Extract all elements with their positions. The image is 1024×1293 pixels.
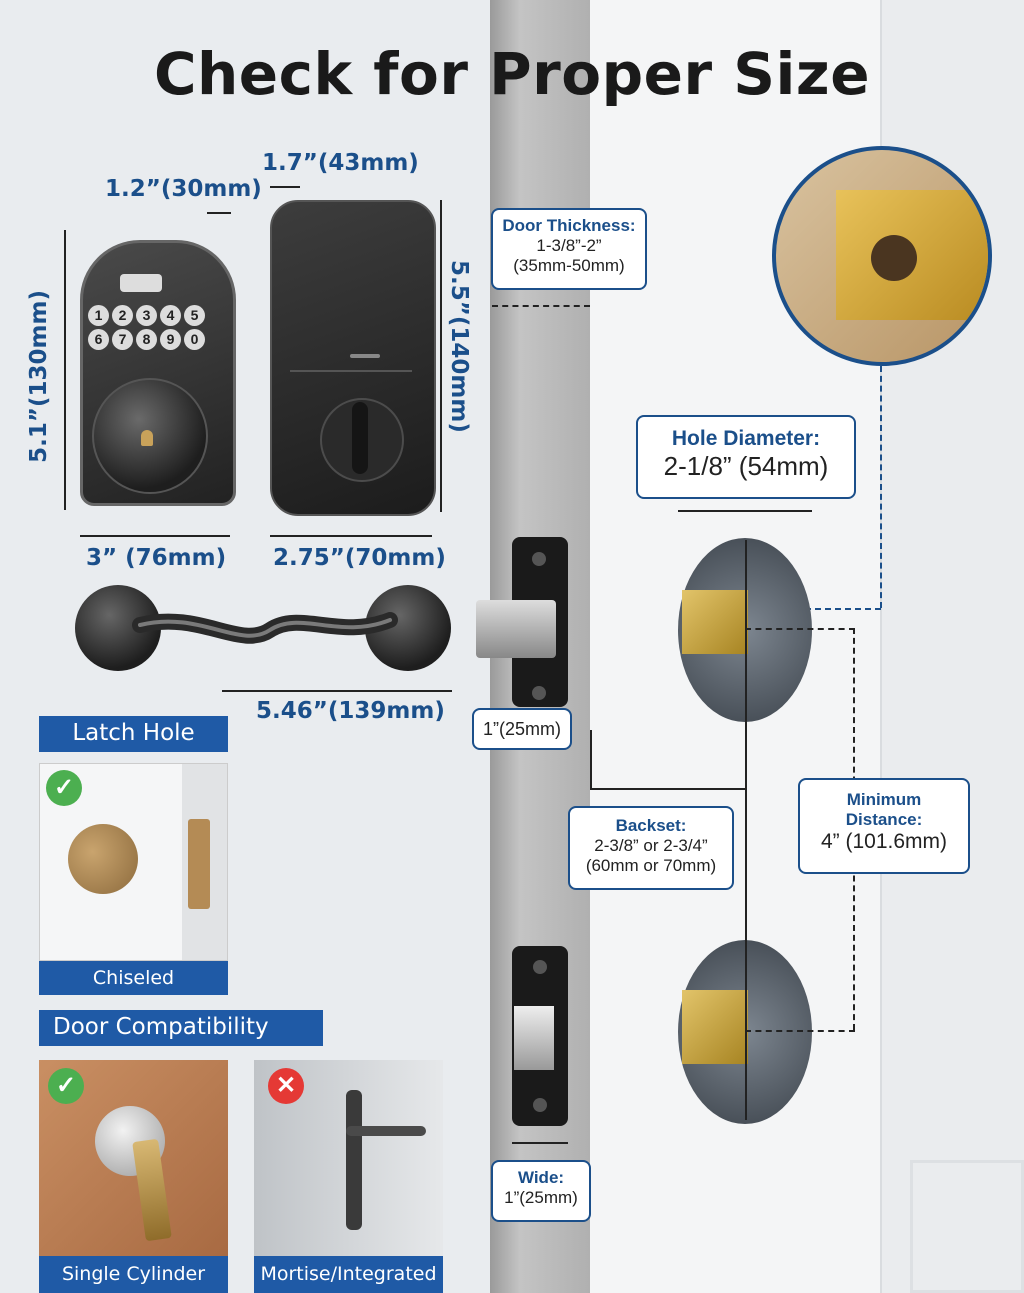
latch-bolt [476,600,556,658]
keypad-key: 6 [88,329,109,350]
keypad-width-label: 3” (76mm) [86,545,227,571]
keypad-key: 4 [160,305,181,326]
hole-diameter-guide [678,510,812,512]
backset-line1: 2-3/8” or 2-3/4” [594,836,708,855]
door-thickness-line2: (35mm-50mm) [513,256,625,275]
keypad-thickness-label: 1.2”(30mm) [105,176,262,202]
strike-wide-box: Wide: 1”(25mm) [491,1160,591,1222]
door-compatibility-banner: Door Compatibility [39,1010,323,1046]
hole-diameter-value: 2-1/8” (54mm) [663,451,829,481]
keypad-key: 3 [136,305,157,326]
minimum-distance-value: 4” (101.6mm) [820,830,948,853]
keypad-key: 0 [184,329,205,350]
interior-width-line [270,535,432,537]
keypad-key: 2 [112,305,133,326]
hole-center-line [745,540,747,1120]
backset-box: Backset: 2-3/8” or 2-3/4” (60mm or 70mm) [568,806,734,890]
keypad-height-label: 5.1”(130mm) [26,290,52,463]
keypad-key: 5 [184,305,205,326]
keypad-key: 1 [88,305,109,326]
backset-guide-v [590,730,592,790]
thumbturn-bar [352,402,368,474]
door-thickness-heading: Door Thickness: [502,216,636,235]
interior-width-label: 2.75”(70mm) [273,545,446,571]
latch-in-hole-bottom [682,990,748,1064]
zoom-guide-line [880,366,882,608]
single-cylinder-caption: Single Cylinder [39,1256,228,1293]
minimum-distance-heading1: Minimum [846,790,922,809]
keypad-key: 7 [112,329,133,350]
door-thickness-line1: 1-3/8”-2” [536,236,602,255]
mortise-caption: Mortise/Integrated [254,1256,443,1293]
latch-plate-label: 1”(25mm) [482,719,561,739]
strike-plate-opening [514,1006,554,1070]
door-thickness-box: Door Thickness: 1-3/8”-2” (35mm-50mm) [491,208,647,290]
latch-hole-caption: Chiseled [39,961,228,995]
keyhole-icon [141,430,153,446]
check-icon: ✓ [46,770,82,806]
handle-length-label: 5.46”(139mm) [256,698,445,724]
latch-hole-banner: Latch Hole [39,716,228,752]
latch-zoom-inset [772,146,992,366]
interior-thickness-line [270,186,300,188]
minimum-distance-box: Minimum Distance: 4” (101.6mm) [798,778,970,874]
check-icon: ✓ [48,1068,84,1104]
keypad-key: 9 [160,329,181,350]
distance-guide-top [745,628,855,630]
interior-height-line [440,200,442,512]
strike-wide-heading: Wide: [517,1168,565,1187]
keypad-key: 8 [136,329,157,350]
handle-lever-icon [132,612,398,644]
hole-diameter-box: Hole Diameter: 2-1/8” (54mm) [636,415,856,499]
keypad-lock-logo [120,274,162,292]
backset-line2: (60mm or 70mm) [585,856,717,875]
hole-diameter-heading: Hole Diameter: [671,427,821,450]
screw-icon [533,1098,547,1112]
backset-guide-h [590,788,746,790]
interior-height-label: 5.5”(140mm) [446,260,472,433]
page-title: Check for Proper Size [153,40,871,108]
handle-length-line [222,690,452,692]
backset-heading: Backset: [615,816,687,835]
minimum-distance-heading2: Distance: [845,810,923,829]
cross-icon: ✕ [268,1068,304,1104]
distance-guide-bottom [745,1030,855,1032]
screw-icon [532,552,546,566]
latch-in-hole-top [682,590,748,654]
strike-width-line [512,1142,568,1144]
latch-plate-label-box: 1”(25mm) [472,708,572,750]
keypad-width-line [80,535,230,537]
door-thickness-guide [492,305,590,307]
interior-lock-seam [290,370,412,372]
strike-wide-value: 1”(25mm) [504,1188,578,1207]
keypad-thickness-line [207,212,231,214]
screw-icon [533,960,547,974]
keypad-height-line [64,230,66,510]
door-panel-inset [910,1160,1024,1293]
interior-thickness-label: 1.7”(43mm) [262,150,419,176]
keypad-lock-face: 1 2 3 4 5 6 7 8 9 0 [88,305,212,355]
interior-lock-led [350,354,380,358]
screw-icon [532,686,546,700]
